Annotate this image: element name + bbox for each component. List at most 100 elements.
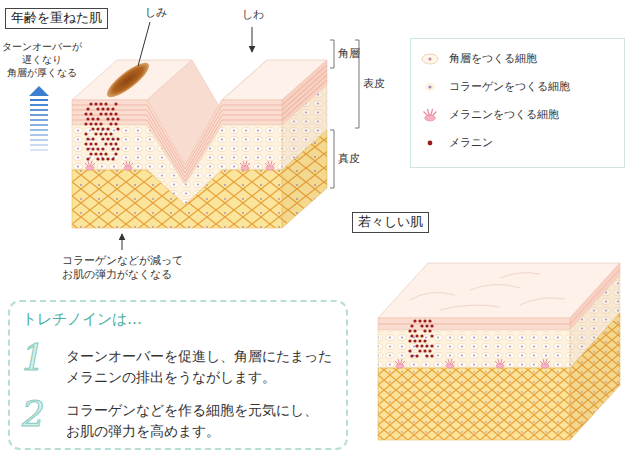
- melanin-dot: [84, 132, 87, 135]
- skin-art-part: [103, 58, 154, 103]
- fibroblast-icon: [428, 85, 431, 88]
- melanin-dot: [89, 112, 92, 115]
- melanin-dot: [408, 349, 411, 352]
- melanin-dot: [111, 137, 114, 140]
- melanin-dot: [413, 339, 416, 342]
- melanocyte: [123, 161, 133, 170]
- melanin-dot: [101, 157, 104, 160]
- melanin-dot: [86, 147, 89, 150]
- melanin-dot: [430, 334, 433, 337]
- skin-art-part: [378, 330, 570, 368]
- melanin-dot: [96, 117, 99, 120]
- legend-text: メラニン: [449, 135, 493, 151]
- skin-art-part: [282, 130, 327, 228]
- melanin-dot: [425, 354, 428, 357]
- melanin-dot: [116, 137, 119, 140]
- melanin-dot: [96, 107, 99, 110]
- melanin-dot: [420, 334, 423, 337]
- note-text: コラーゲンなどが減って お肌の弾力がなくなる: [62, 254, 183, 281]
- callout-label: しみ: [145, 6, 167, 20]
- melanin-dot: [418, 349, 421, 352]
- melanin-dot: [104, 112, 107, 115]
- legend-icon: [419, 135, 441, 151]
- melanin-dot: [99, 132, 102, 135]
- arrow-bar: [30, 144, 48, 146]
- skin-art-part: [252, 27, 253, 52]
- melanin-dot: [104, 132, 107, 135]
- melanin-dot: [425, 324, 428, 327]
- melanin-dot: [89, 142, 92, 145]
- corneum-stripe: [282, 70, 327, 110]
- melanocyte: [445, 359, 455, 368]
- note-text: ターンオーバーが 遅くなり 角層が厚くなる: [2, 40, 82, 79]
- corneum-stripe: [282, 75, 327, 115]
- melanin-dot: [116, 147, 119, 150]
- melanin-dot: [423, 339, 426, 342]
- melanin-dot: [99, 122, 102, 125]
- melanin-dot: [91, 137, 94, 140]
- corneum-stripe: [378, 269, 620, 324]
- skin-art-part: [570, 313, 620, 440]
- melanin-dot: [91, 117, 94, 120]
- melanin-dot: [116, 117, 119, 120]
- melanin-dot: [86, 117, 89, 120]
- corneum-stripe: [72, 120, 282, 181]
- melanin-dot: [418, 339, 421, 342]
- point-text: ターンオーバーを促進し、角層にたまった メラニンの排出をうながします。: [66, 346, 340, 388]
- melanocyte: [495, 359, 505, 368]
- melanocyte: [265, 161, 275, 170]
- skin-art-part: [330, 130, 334, 188]
- arrow-bar: [30, 139, 48, 141]
- arrow-bar: [30, 114, 48, 116]
- melanin-dot: [408, 339, 411, 342]
- melanocyte: [395, 359, 405, 368]
- aged-skin-block: [72, 58, 327, 228]
- arrow-bar: [30, 124, 48, 126]
- arrow-bar: [30, 119, 48, 121]
- melanin-dot: [428, 319, 431, 322]
- melanin-dot: [111, 157, 114, 160]
- melanin-dot: [86, 137, 89, 140]
- legend-icon: [419, 107, 441, 123]
- melanin-dot: [420, 344, 423, 347]
- melanin-dot: [101, 127, 104, 130]
- melanin-dot: [114, 102, 117, 105]
- title-tag: 年齢を重ねた肌: [5, 8, 108, 29]
- panel-heading: トレチノインは…: [22, 310, 142, 329]
- melanin-dot: [84, 142, 87, 145]
- legend-box: 角層をつくる細胞コラーゲンをつくる細胞メラニンをつくる細胞メラニン: [410, 38, 625, 168]
- melanin-dot: [89, 152, 92, 155]
- melanin-dot: [111, 147, 114, 150]
- melanin-dot: [114, 112, 117, 115]
- melanin-dot: [114, 152, 117, 155]
- point-text: コラーゲンなどを作る細胞を元気にし、 お肌の弾力を高めます。: [66, 400, 326, 442]
- skin-art-part: [29, 86, 49, 96]
- legend-icon: [419, 51, 441, 67]
- melanin-dot: [96, 147, 99, 150]
- legend-text: コラーゲンをつくる細胞: [449, 79, 570, 95]
- panel-title: 若々しい肌: [358, 214, 423, 231]
- melanocyte-icon: [424, 109, 437, 121]
- melanin-dot: [94, 122, 97, 125]
- melanin-dot: [425, 344, 428, 347]
- melanin-dot: [428, 329, 431, 332]
- melanin-dot: [101, 147, 104, 150]
- leader-lines: [122, 22, 359, 250]
- legend-text: 角層をつくる細胞: [449, 51, 537, 67]
- arrow-bar: [30, 129, 48, 131]
- melanin-dot: [415, 344, 418, 347]
- arrow-bar: [30, 109, 48, 111]
- melanin-dot: [415, 334, 418, 337]
- skin-art-part: [570, 313, 620, 440]
- callout-label: しわ: [242, 8, 264, 22]
- callout-number: 2: [22, 396, 45, 432]
- melanin-dot: [410, 324, 413, 327]
- melanin-dot: [428, 349, 431, 352]
- legend-text: メラニンをつくる細胞: [449, 107, 559, 123]
- melanin-dot: [84, 122, 87, 125]
- melanin-dot: [106, 117, 109, 120]
- fibroblast-icon: [425, 83, 435, 91]
- melanin-dot: [415, 354, 418, 357]
- melanin-dot: [408, 329, 411, 332]
